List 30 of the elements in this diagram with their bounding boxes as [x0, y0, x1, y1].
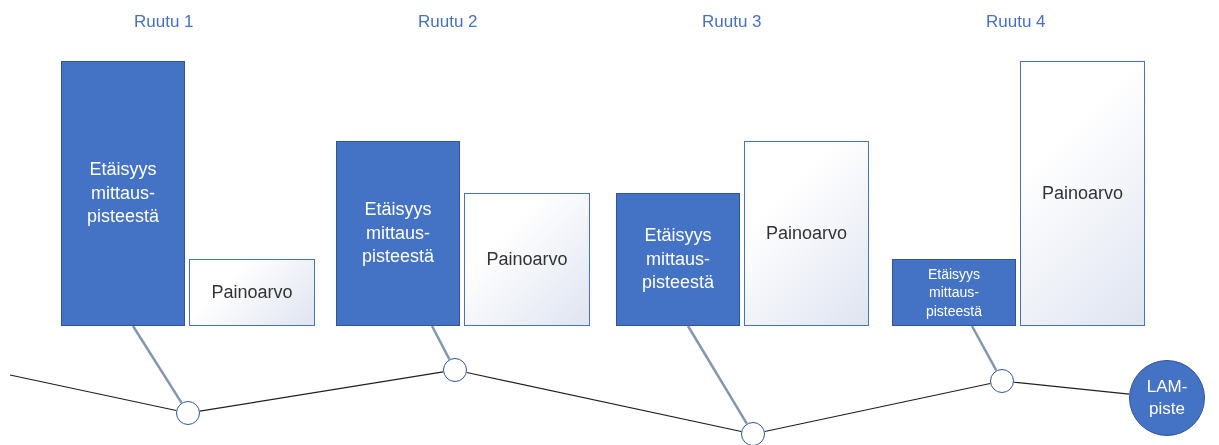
connector-line [1013, 381, 1130, 395]
bar-label: Painoarvo [1040, 182, 1125, 205]
leader-line [430, 325, 451, 360]
column-heading: Ruutu 1 [134, 12, 194, 32]
bar-label: Etäisyys mittaus-pisteestä [360, 198, 435, 269]
distance-bar [616, 193, 740, 326]
weight-bar [1020, 61, 1145, 326]
bar-label: Painoarvo [210, 280, 294, 304]
distance-bar [892, 259, 1016, 326]
column-heading: Ruutu 4 [986, 12, 1046, 32]
bar-label: Etäisyys mittaus-pisteestä [924, 265, 983, 320]
column-heading: Ruutu 2 [418, 12, 478, 32]
leader-line [970, 325, 998, 372]
bar-label: Etäisyys mittaus-pisteestä [640, 224, 715, 295]
column-heading: Ruutu 3 [702, 12, 762, 32]
bar-label: Painoarvo [764, 221, 849, 245]
weight-bar [744, 141, 869, 326]
weight-bar [464, 193, 590, 326]
leader-line [131, 325, 183, 404]
distance-bar [336, 141, 460, 326]
weight-bar [189, 259, 315, 326]
connector-line [199, 371, 444, 412]
bar-label: LAM-piste [1145, 375, 1189, 420]
distance-bar [61, 61, 185, 326]
connector-line [764, 382, 991, 433]
bar-label: Etäisyys mittaus-pisteestä [85, 158, 160, 229]
bar-label: Painoarvo [485, 247, 569, 271]
connector-line [466, 371, 742, 433]
connector-line [9, 374, 177, 412]
leader-line [686, 325, 748, 425]
